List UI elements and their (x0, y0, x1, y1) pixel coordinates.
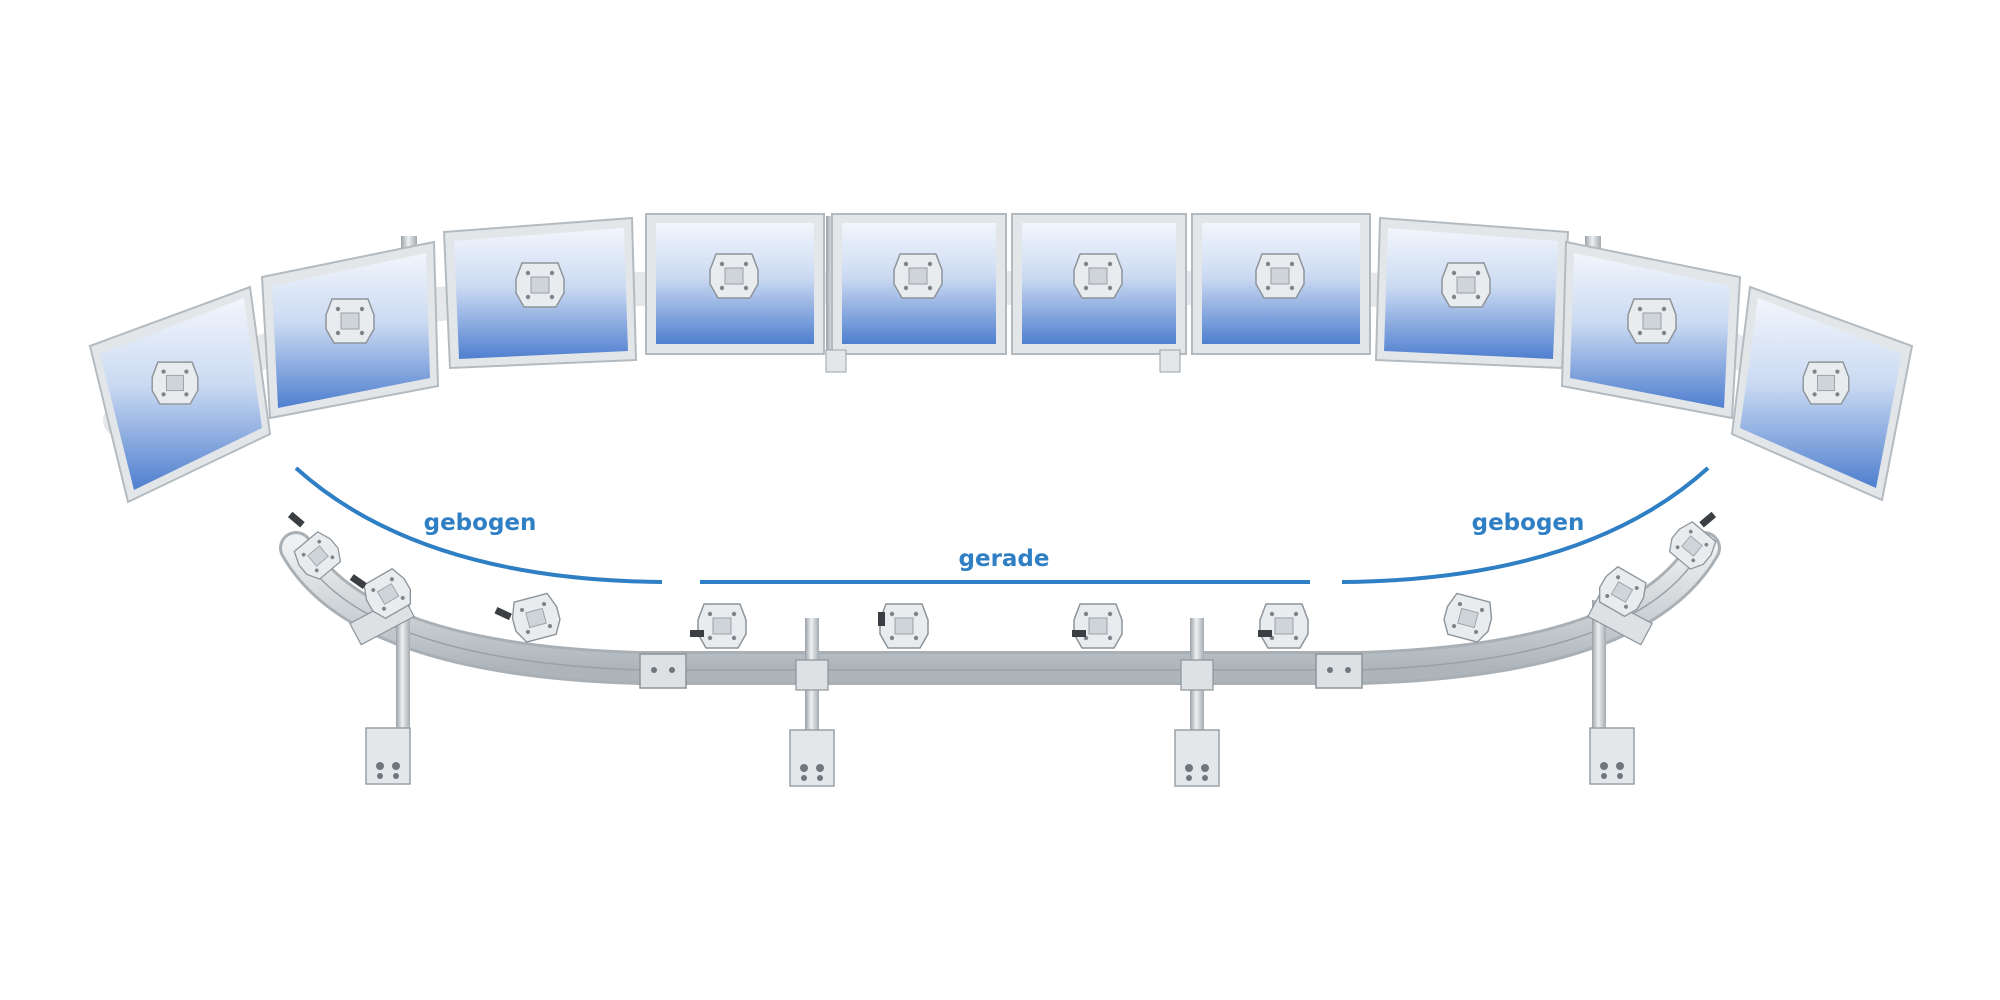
pole-base (825, 349, 847, 373)
pole-right (1587, 594, 1653, 785)
desk-clamp-foot (1174, 729, 1220, 787)
desk-clamp-foot (365, 727, 411, 785)
monitor (1374, 216, 1570, 370)
vesa-mount-plate (1441, 262, 1491, 308)
monitor (260, 240, 440, 420)
label-straight: gerade (959, 546, 1050, 572)
vesa-mount-plate (709, 253, 759, 299)
vesa-mount-plate (1627, 298, 1677, 344)
vesa-mount-plate (151, 361, 199, 405)
vesa-mount-plate (1439, 591, 1497, 645)
pole-center-right (1174, 618, 1220, 787)
vesa-mount-plate (325, 298, 375, 344)
vesa-mount-plate (879, 603, 929, 649)
desk-clamp-foot (1589, 727, 1635, 785)
segment-annotations: gebogen gerade gebogen (294, 466, 1710, 584)
monitor-array (88, 213, 1914, 504)
monitor (1011, 213, 1187, 355)
label-curved-left: gebogen (424, 510, 537, 536)
curved-segment-arc-left (294, 466, 663, 584)
pole-center-left (789, 618, 835, 787)
rail-groove (299, 551, 1701, 671)
pole-base (1159, 349, 1181, 373)
desk-clamp-foot (789, 729, 835, 787)
vesa-mount-plate (1802, 361, 1850, 405)
mount-knobs (287, 511, 1717, 637)
monitor (645, 213, 825, 355)
rail-connector (1315, 653, 1363, 689)
monitor (1191, 213, 1371, 355)
pole-left (349, 594, 415, 785)
bare-rail-system (279, 511, 1721, 787)
vesa-mount-plate (1073, 253, 1123, 299)
monitor (442, 216, 638, 370)
vesa-mount-plate (893, 253, 943, 299)
rail-connector (639, 653, 687, 689)
monitor (831, 213, 1007, 355)
vesa-mount-plate (1073, 603, 1123, 649)
vesa-mount-plate (697, 603, 747, 649)
monitor (1730, 285, 1914, 502)
vesa-mount-plate (507, 591, 565, 645)
vesa-mount-plate (1259, 603, 1309, 649)
vesa-mount-plate (1255, 253, 1305, 299)
monitor (1560, 240, 1742, 420)
monitor (88, 285, 272, 504)
vesa-mount-plate (515, 262, 565, 308)
label-curved-right: gebogen (1472, 510, 1585, 536)
curved-segment-arc-right (1341, 466, 1710, 584)
